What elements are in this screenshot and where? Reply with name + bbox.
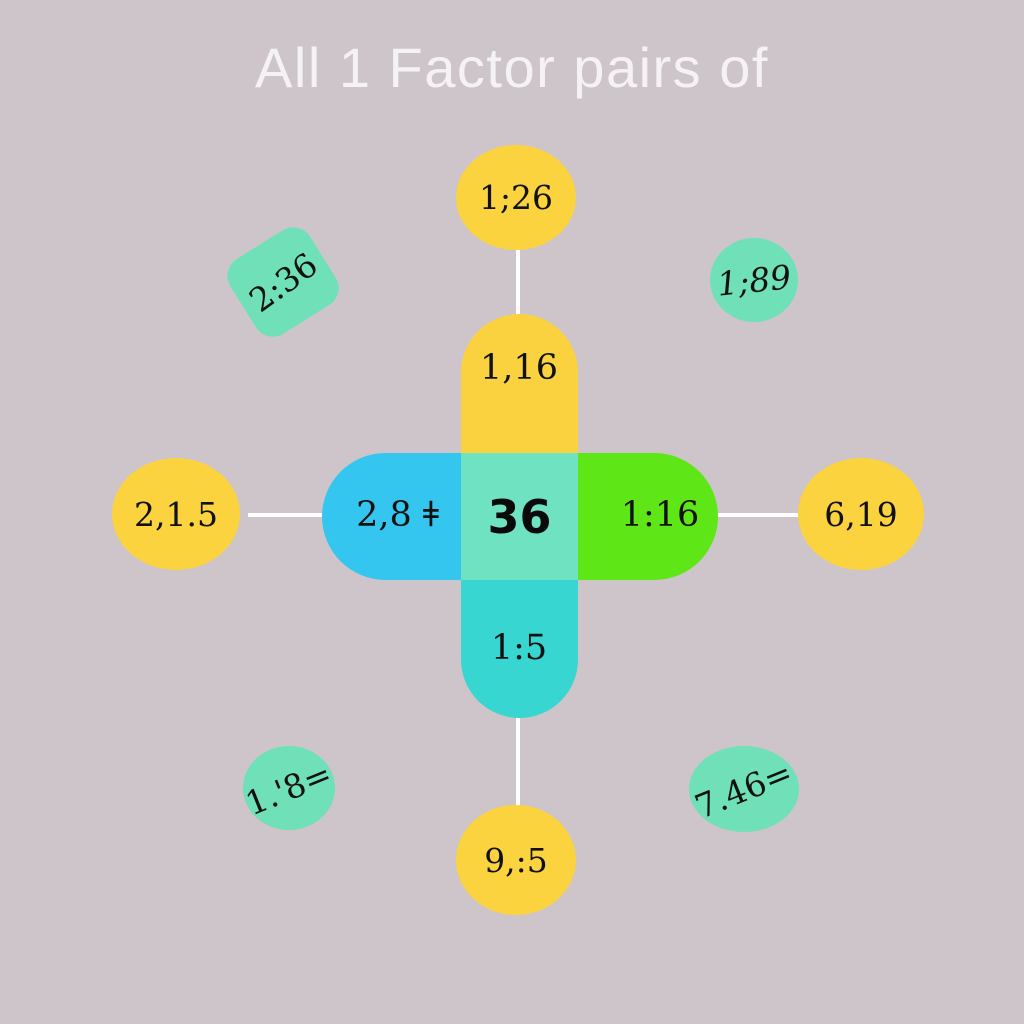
node-right-label: 6,19 (824, 494, 898, 534)
node-bottom-left-label: 1.'8= (240, 753, 338, 823)
connector-line-bottom (516, 688, 520, 818)
node-top[interactable]: 1;26 (456, 145, 576, 250)
arm-label-right: 1:16 (620, 495, 700, 535)
arm-label-top: 1,16 (480, 348, 558, 388)
node-top-right-label: 1;89 (715, 256, 793, 304)
node-top-right[interactable]: 1;89 (710, 238, 798, 322)
node-right[interactable]: 6,19 (798, 458, 924, 570)
node-bottom-label: 9,:5 (484, 840, 548, 880)
node-bottom[interactable]: 9,:5 (456, 805, 576, 915)
center-value-label: 36 (487, 490, 552, 544)
arm-label-left: 2,8 ǂ (356, 495, 439, 535)
node-bottom-left[interactable]: 1.'8= (240, 746, 338, 830)
node-left-label: 2,1.5 (134, 494, 218, 534)
node-left[interactable]: 2,1.5 (112, 458, 240, 570)
arm-label-bottom: 1:5 (490, 628, 548, 668)
connector-line-right (660, 513, 800, 517)
cross-center-square (461, 453, 578, 580)
connector-line-top (516, 225, 520, 345)
node-bottom-right[interactable]: 7.46= (689, 746, 799, 832)
node-top-left[interactable]: 2:36 (219, 219, 347, 345)
page-title: All 1 Factor pairs of (255, 36, 769, 99)
connector-line-left (248, 513, 378, 517)
node-top-left-label: 2:36 (241, 244, 325, 320)
node-top-label: 1;26 (478, 178, 554, 217)
node-bottom-right-label: 7.46= (689, 751, 799, 827)
